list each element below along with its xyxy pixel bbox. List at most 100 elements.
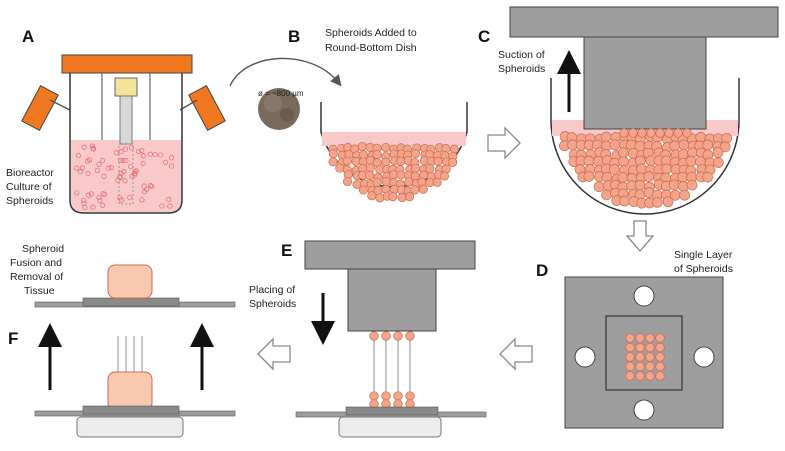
spheroid: [369, 331, 379, 341]
spheroid-pile-c: [559, 131, 732, 209]
spheroid-dot: [99, 158, 105, 164]
spheroid: [601, 189, 612, 201]
spheroid: [600, 131, 612, 143]
panel-f: F Spheroid Fusion and Removal of Tissue: [8, 243, 236, 438]
spheroid-dot: [113, 150, 119, 156]
needles-f: [117, 336, 143, 374]
spheroid-dot: [123, 158, 129, 164]
spheroid: [609, 164, 620, 175]
culture-medium: [71, 140, 181, 212]
spheroid: [328, 157, 338, 167]
panel-d-caption-1: Single Layer: [674, 249, 733, 261]
spheroid: [655, 371, 665, 381]
base-holder-f: [76, 416, 184, 438]
spheroids-attached-c: [619, 128, 692, 138]
base-holder-e: [338, 416, 442, 438]
spheroid-dot: [167, 203, 173, 209]
bioreactor-vessel: [69, 73, 183, 214]
spheroid-dot: [90, 204, 96, 210]
spheroid-dot: [85, 192, 92, 198]
spheroid: [646, 128, 656, 138]
spheroid: [381, 331, 391, 341]
suction-head: [583, 36, 707, 130]
spheroid: [668, 179, 680, 191]
spheroid: [655, 352, 665, 362]
spheroid: [375, 193, 385, 203]
spheroid-dot: [118, 170, 124, 176]
spheroid-dot: [139, 148, 145, 154]
panel-b: B Spheroids Added to Round-Bottom Dish ø…: [229, 27, 468, 203]
spheroid-dot: [100, 202, 106, 208]
spheroid-dot: [87, 157, 93, 163]
spheroid: [678, 148, 689, 160]
spheroid: [365, 171, 375, 181]
panel-c-label: C: [478, 27, 490, 46]
spheroid: [617, 147, 629, 159]
arrow-d-to-e: [499, 337, 533, 371]
spheroid-dot: [105, 165, 111, 171]
spheroid: [342, 156, 352, 166]
panel-f-caption-3: Removal of: [10, 271, 63, 283]
spheroid: [662, 196, 674, 208]
panel-b-caption-2: Round-Bottom Dish: [325, 42, 417, 54]
spheroid-dot: [82, 204, 88, 210]
panel-a-caption-3: Spheroids: [6, 195, 53, 207]
spheroid-dot: [139, 197, 145, 203]
panel-c: C Suction of Spheroids: [478, 6, 779, 215]
spheroid-dot: [117, 174, 123, 180]
spheroid-dot: [120, 158, 126, 164]
spheroid: [679, 189, 690, 201]
spheroid: [405, 331, 415, 341]
spheroid-dot: [101, 173, 107, 179]
spheroid-dot: [96, 194, 102, 201]
transfer-arrow: [229, 57, 342, 87]
spheroid-dot: [101, 191, 107, 197]
spheroid: [686, 179, 698, 191]
spheroid-dot: [157, 152, 163, 158]
panel-c-caption-1: Suction of: [498, 49, 545, 61]
arrow-c-to-d: [625, 220, 655, 252]
spheroid: [661, 163, 673, 175]
spheroid: [719, 141, 731, 153]
spheroid: [635, 361, 645, 372]
alignment-hole-bottom: [633, 399, 655, 421]
panel-f-caption-4: Tissue: [24, 285, 55, 297]
diameter-label: ø = ~800 µm: [258, 89, 304, 98]
right-port: [188, 84, 226, 132]
spheroid: [381, 143, 391, 153]
spheroid-dot: [132, 170, 138, 176]
panel-f-label: F: [8, 329, 18, 348]
spheroid: [396, 156, 406, 166]
spheroid: [625, 371, 635, 381]
spheroid-dot: [127, 194, 133, 201]
spheroid: [404, 177, 414, 187]
spheroid-dot: [81, 197, 87, 204]
spheroid-dot: [144, 186, 150, 192]
spheroid: [405, 391, 415, 401]
spheroid: [685, 155, 697, 167]
spheroid-dot: [140, 160, 146, 166]
spheroid: [635, 352, 645, 362]
spheroid: [358, 185, 368, 195]
panel-b-label: B: [288, 27, 300, 46]
stirrer-motor: [114, 77, 138, 97]
spheroid: [625, 333, 635, 343]
panel-a: A Bioreactor Culture of Spheroids: [6, 27, 226, 214]
spheroid-dot: [74, 165, 80, 171]
spheroid-dot: [88, 191, 94, 197]
spheroid: [393, 391, 403, 401]
spheroid: [637, 128, 647, 138]
spheroid: [609, 139, 621, 151]
spheroid: [448, 157, 458, 167]
spheroid: [645, 371, 655, 381]
bioreactor-lid: [61, 54, 193, 74]
spheroid-dot: [128, 163, 134, 170]
spheroid: [425, 164, 435, 174]
placing-platform: [304, 240, 476, 270]
spheroid: [335, 163, 345, 173]
spheroid-dot: [152, 151, 158, 158]
spheroid: [635, 371, 645, 381]
spheroid: [634, 180, 646, 191]
panel-c-caption-2: Spheroids: [498, 63, 545, 75]
spheroid: [592, 155, 604, 167]
